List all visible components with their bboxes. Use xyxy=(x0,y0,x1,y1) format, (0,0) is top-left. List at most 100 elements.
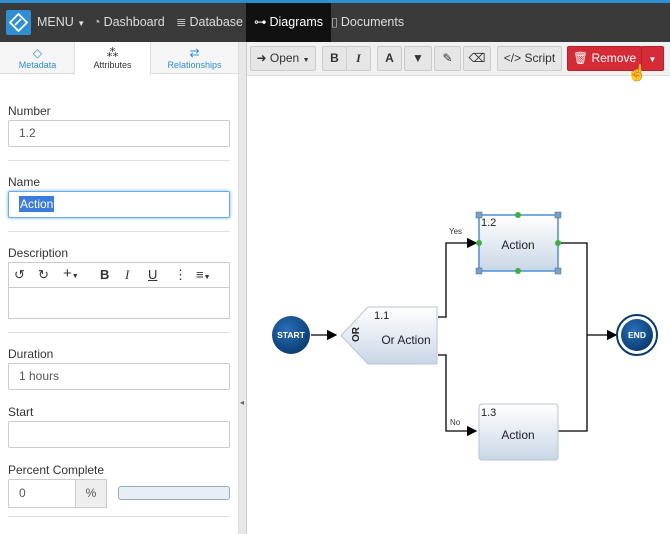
italic-icon[interactable]: I xyxy=(125,267,130,282)
name-field[interactable]: Action xyxy=(8,191,230,218)
align-left-icon[interactable]: ≡▼ xyxy=(196,267,211,282)
number-field[interactable]: 1.2 xyxy=(8,120,230,147)
filter-icon: ▼ xyxy=(412,51,424,65)
hand-cursor-icon: ☝ xyxy=(627,65,647,82)
percent-addon: % xyxy=(75,479,107,508)
percent-complete-label: Percent Complete xyxy=(8,463,105,477)
end-node[interactable]: END xyxy=(616,314,658,356)
diagram-icon: ⊶ xyxy=(254,15,267,29)
remove-dropdown-button[interactable]: ▼ xyxy=(641,46,664,71)
nav-database-label: Database xyxy=(189,15,243,29)
action-node-label: Action xyxy=(501,428,534,442)
connector-no-end[interactable] xyxy=(558,335,588,432)
pencil-button[interactable]: ✎ xyxy=(434,46,461,71)
exchange-icon: ⇄ xyxy=(189,46,200,60)
italic-button[interactable]: I xyxy=(346,46,371,71)
remove-button-label: Remove xyxy=(591,51,637,65)
tag-icon: ◇ xyxy=(32,46,43,60)
menu-label: MENU xyxy=(37,15,74,29)
undo-icon[interactable]: ↺ xyxy=(14,267,25,282)
start-node[interactable]: START xyxy=(272,316,310,354)
divider xyxy=(8,516,230,517)
chevron-left-icon: ◂ xyxy=(240,398,245,407)
description-label: Description xyxy=(8,246,69,260)
number-label: Number xyxy=(8,104,51,118)
connector-yes[interactable] xyxy=(438,237,478,318)
bold-icon[interactable]: B xyxy=(100,267,110,282)
pencil-icon: ✎ xyxy=(442,51,453,65)
tab-relationships-label: Relationships xyxy=(167,60,222,70)
or-node-number: 1.1 xyxy=(374,310,389,322)
duration-label: Duration xyxy=(8,347,54,361)
start-node-label: START xyxy=(277,330,306,340)
bold-button[interactable]: B xyxy=(322,46,347,71)
name-label: Name xyxy=(8,175,41,189)
eraser-icon: ⌫ xyxy=(468,51,486,65)
filter-button[interactable]: ▼ xyxy=(404,46,432,71)
tab-metadata-label: Metadata xyxy=(18,60,57,70)
connector-yes-end[interactable] xyxy=(558,242,618,341)
end-node-label: END xyxy=(628,330,646,340)
nav-documents[interactable]: ▯Documents xyxy=(331,3,404,42)
action-node-number: 1.3 xyxy=(481,407,496,419)
name-field-value: Action xyxy=(19,196,55,212)
description-editor-toolbar: ↺ ↻ +▼ B I U ⋮ ≡▼ xyxy=(8,262,230,287)
eraser-button[interactable]: ⌫ xyxy=(463,46,491,71)
script-button[interactable]: </> Script xyxy=(497,46,562,71)
top-navbar: MENU ▼ ◔Dashboard ≣Database ⊶Diagrams ▯D… xyxy=(0,0,670,42)
action-node-label: Action xyxy=(501,238,534,252)
database-icon: ≣ xyxy=(176,15,187,29)
start-field[interactable] xyxy=(8,421,230,448)
percent-complete-field[interactable]: 0 xyxy=(8,479,76,508)
nav-dashboard[interactable]: ◔Dashboard xyxy=(93,3,165,42)
caret-down-icon: ▼ xyxy=(648,55,657,64)
more-vertical-icon[interactable]: ⋮ xyxy=(174,267,187,282)
description-editor[interactable] xyxy=(8,287,230,319)
underline-icon[interactable]: U xyxy=(148,267,158,282)
tab-attributes[interactable]: ⁂ Attributes xyxy=(74,42,151,75)
or-node-label: Or Action xyxy=(381,333,430,347)
or-node-tag: OR xyxy=(351,326,362,342)
code-icon: </> xyxy=(503,51,522,65)
font-color-button[interactable]: A xyxy=(377,46,402,71)
action-node[interactable]: 1.3 Action xyxy=(478,403,559,461)
percent-progress-bar xyxy=(118,486,230,500)
duration-field[interactable]: 1 hours xyxy=(8,363,230,390)
selection-handles[interactable] xyxy=(475,211,562,275)
open-button[interactable]: ➜ Open ▼ xyxy=(250,46,316,71)
divider xyxy=(8,332,230,333)
tab-relationships[interactable]: ⇄ Relationships xyxy=(151,42,238,74)
caret-down-icon: ▼ xyxy=(77,19,86,28)
nav-database[interactable]: ≣Database xyxy=(176,3,243,42)
nav-documents-label: Documents xyxy=(340,15,405,29)
no-label: No xyxy=(450,418,461,427)
dashboard-icon: ◔ xyxy=(93,15,101,29)
script-button-label: Script xyxy=(524,51,556,65)
nav-dashboard-label: Dashboard xyxy=(103,15,165,29)
diagram-toolbar: ➜ Open ▼ B I A ▼ ✎ ⌫ </> Script 🗑 Remove… xyxy=(247,42,670,76)
diagram-canvas[interactable]: ➜ Open ▼ B I A ▼ ✎ ⌫ </> Script 🗑 Remove… xyxy=(247,42,670,534)
remove-button[interactable]: 🗑 Remove xyxy=(567,46,642,71)
app-logo-icon[interactable] xyxy=(6,10,31,35)
yes-label: Yes xyxy=(449,227,462,236)
or-action-node[interactable]: 1.1 OR Or Action xyxy=(340,306,438,365)
sitemap-icon: ⁂ xyxy=(106,46,119,60)
redo-icon[interactable]: ↻ xyxy=(38,267,49,282)
sidebar-tabs: ◇ Metadata ⁂ Attributes ⇄ Relationships xyxy=(0,42,238,75)
trash-icon: 🗑 xyxy=(572,51,589,65)
divider xyxy=(8,160,230,161)
action-node-number: 1.2 xyxy=(481,217,496,229)
connector-no[interactable] xyxy=(438,354,478,437)
action-node-selected[interactable]: 1.2 Action xyxy=(475,211,562,275)
nav-diagrams[interactable]: ⊶Diagrams xyxy=(246,3,331,42)
menu-dropdown[interactable]: MENU ▼ xyxy=(37,3,85,42)
nav-diagrams-label: Diagrams xyxy=(269,15,324,29)
tab-attributes-label: Attributes xyxy=(93,60,132,70)
document-icon: ▯ xyxy=(331,15,338,29)
open-button-label: Open xyxy=(269,51,300,65)
insert-plus-icon[interactable]: +▼ xyxy=(63,265,79,282)
diagram-svg: Yes No START 1.1 OR Or Action 1.2 Action xyxy=(272,211,658,461)
sidebar-collapse-handle[interactable]: ◂ xyxy=(239,42,247,534)
divider xyxy=(8,231,230,232)
tab-metadata[interactable]: ◇ Metadata xyxy=(0,42,75,74)
